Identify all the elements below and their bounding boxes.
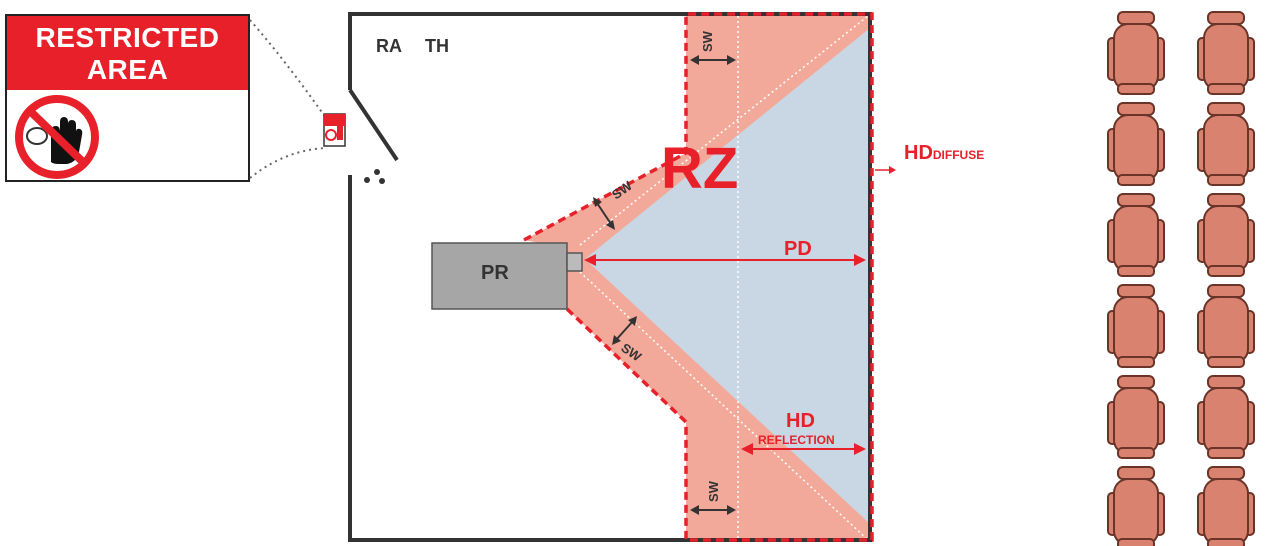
armchair-icon — [1107, 193, 1165, 277]
projector-body — [431, 242, 568, 310]
armchair-icon — [1107, 375, 1165, 459]
sw-arrow-upper-diagonal — [593, 197, 615, 230]
armchair-icon — [1197, 193, 1255, 277]
hd-reflection-label: HD — [786, 410, 815, 432]
armchair-icon — [1197, 102, 1255, 186]
armchair-icon — [1107, 102, 1165, 186]
sw-arrow-bottom — [690, 505, 736, 515]
pd-arrow — [584, 254, 866, 266]
projection-beam — [585, 28, 870, 524]
pd-label: PD — [784, 238, 812, 260]
sw-arrow-lower-diagonal — [612, 316, 637, 345]
no-entry-hand-icon — [15, 95, 99, 179]
sign-title-line2: AREA — [86, 54, 169, 85]
projector-lens — [566, 252, 583, 272]
small-restricted-sign — [323, 113, 346, 147]
inner-boundary-top — [579, 15, 869, 246]
armchair-icon — [1197, 11, 1255, 95]
rz-label: RZ — [661, 136, 739, 201]
door-leaf — [348, 88, 399, 162]
hd-diffuse-sub: DIFFUSE — [932, 148, 985, 162]
restricted-area-sign: RESTRICTED AREA — [5, 14, 250, 182]
th-label: TH — [425, 36, 449, 56]
armchair-icon — [1197, 375, 1255, 459]
hd-diffuse-label: HDDIFFUSE — [904, 142, 984, 165]
armchair-icon — [1107, 284, 1165, 368]
armchair-icon — [1107, 466, 1165, 546]
ra-label: RA — [376, 36, 402, 56]
sw-arrow-top — [690, 55, 736, 65]
sign-header: RESTRICTED AREA — [7, 16, 248, 90]
sign-leader-bottom — [249, 147, 327, 179]
projector-label: PR — [481, 262, 509, 284]
inner-boundary-bottom — [579, 271, 869, 541]
hd-diffuse-arrow — [875, 166, 896, 174]
room-wall — [348, 12, 872, 542]
armchair-icon — [1197, 466, 1255, 546]
sign-leader-top — [249, 19, 327, 119]
armchair-icon — [1197, 284, 1255, 368]
hd-diffuse-main: HD — [904, 142, 933, 164]
armchair-icon — [1107, 11, 1165, 95]
hd-reflection-sub-label: REFLECTION — [758, 433, 835, 447]
door-hinge-dots — [364, 169, 385, 184]
restricted-zone-outline — [523, 12, 874, 542]
sign-title-line1: RESTRICTED — [35, 22, 220, 53]
hd-reflection-arrow — [741, 443, 866, 455]
